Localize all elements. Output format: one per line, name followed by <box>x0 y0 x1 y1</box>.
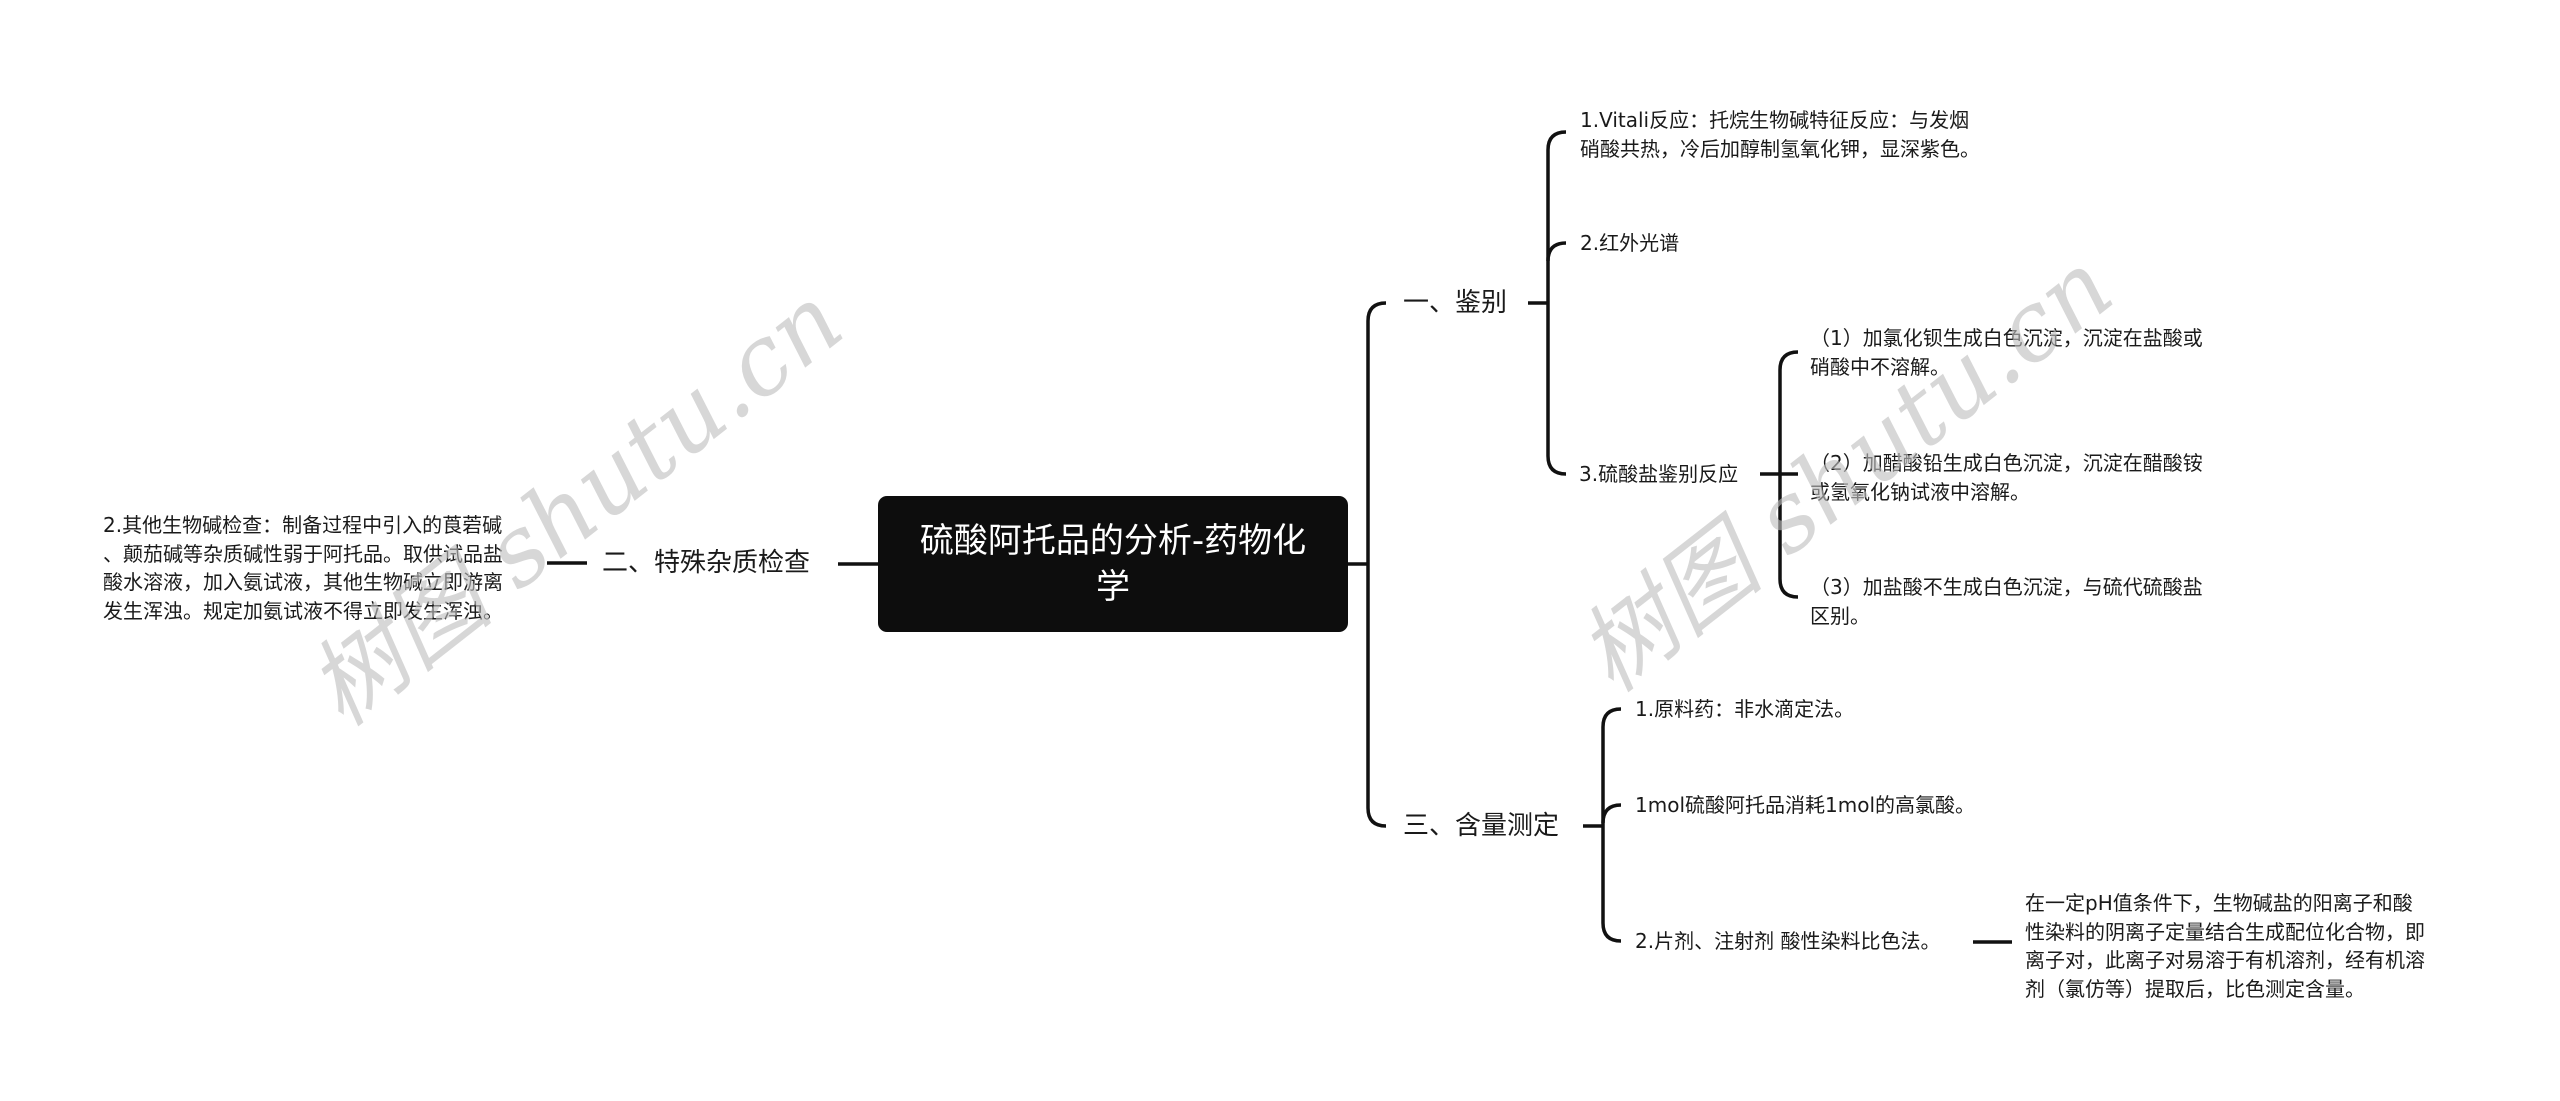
leaf-line: 2.红外光谱 <box>1580 231 1680 255</box>
leaf-line: 2.片剂、注射剂 酸性染料比色法。 <box>1635 929 1941 953</box>
leaf-line: 性染料的阴离子定量结合生成配位化合物，即 <box>2025 919 2425 944</box>
leaf-line: 、颠茄碱等杂质碱性弱于阿托品。取供试品盐 <box>103 541 503 566</box>
leaf-line: 酸水溶液，加入氨试液，其他生物碱立即游离 <box>103 570 503 594</box>
leaf-raw-material-titration[interactable]: 1.原料药：非水滴定法。 <box>1635 695 1854 724</box>
leaf-other-alkaloid-check[interactable]: 2.其他生物碱检查：制备过程中引入的莨菪碱 、颠茄碱等杂质碱性弱于阿托品。取供试… <box>103 511 503 625</box>
leaf-line: 剂（氯仿等）提取后，比色测定含量。 <box>2025 976 2365 1001</box>
leaf-line: 1.原料药：非水滴定法。 <box>1635 697 1855 721</box>
leaf-line: 3.硫酸盐鉴别反应 <box>1579 462 1739 486</box>
leaf-line: 发生浑浊。规定加氨试液不得立即发生浑浊。 <box>103 598 503 623</box>
root-title-line2: 学 <box>1096 567 1130 607</box>
leaf-line: 区别。 <box>1810 603 1870 628</box>
root-topic[interactable]: 硫酸阿托品的分析-药物化 学 <box>878 496 1348 632</box>
leaf-line: 1mol硫酸阿托品消耗1mol的高氯酸。 <box>1635 793 1975 817</box>
node-tablet-injection-colorimetry[interactable]: 2.片剂、注射剂 酸性染料比色法。 <box>1635 927 1940 956</box>
leaf-line: （2）加醋酸铅生成白色沉淀，沉淀在醋酸铵 <box>1810 451 2203 475</box>
branch-identification[interactable]: 一、鉴别 <box>1403 288 1508 318</box>
leaf-line: 在一定pH值条件下，生物碱盐的阳离子和酸 <box>2025 891 2413 915</box>
leaf-vitali-reaction[interactable]: 1.Vitali反应：托烷生物碱特征反应：与发烟 硝酸共热，冷后加醇制氢氧化钾，… <box>1580 106 1980 163</box>
leaf-hydrochloric-acid-test[interactable]: （3）加盐酸不生成白色沉淀，与硫代硫酸盐 区别。 <box>1810 573 2203 630</box>
leaf-line: 或氢氧化钠试液中溶解。 <box>1810 479 2030 504</box>
branch-assay[interactable]: 三、含量测定 <box>1403 811 1560 841</box>
leaf-infrared-spectrum[interactable]: 2.红外光谱 <box>1580 229 1679 258</box>
leaf-line: （3）加盐酸不生成白色沉淀，与硫代硫酸盐 <box>1810 575 2203 599</box>
leaf-ion-pair-explanation[interactable]: 在一定pH值条件下，生物碱盐的阳离子和酸 性染料的阴离子定量结合生成配位化合物，… <box>2025 889 2425 1003</box>
leaf-line: 1.Vitali反应：托烷生物碱特征反应：与发烟 <box>1580 108 1970 132</box>
branch-special-impurity-check[interactable]: 二、特殊杂质检查 <box>602 548 811 578</box>
root-title-line1: 硫酸阿托品的分析-药物化 <box>919 521 1307 561</box>
leaf-line: 2.其他生物碱检查：制备过程中引入的莨菪碱 <box>103 513 503 537</box>
leaf-line: 硝酸共热，冷后加醇制氢氧化钾，显深紫色。 <box>1580 136 1980 161</box>
leaf-lead-acetate-test[interactable]: （2）加醋酸铅生成白色沉淀，沉淀在醋酸铵 或氢氧化钠试液中溶解。 <box>1810 449 2203 506</box>
node-sulfate-identification[interactable]: 3.硫酸盐鉴别反应 <box>1579 460 1738 489</box>
leaf-barium-chloride-test[interactable]: （1）加氯化钡生成白色沉淀，沉淀在盐酸或 硝酸中不溶解。 <box>1810 324 2203 381</box>
leaf-mol-ratio[interactable]: 1mol硫酸阿托品消耗1mol的高氯酸。 <box>1635 791 1975 820</box>
leaf-line: （1）加氯化钡生成白色沉淀，沉淀在盐酸或 <box>1810 326 2203 350</box>
leaf-line: 硝酸中不溶解。 <box>1810 354 1950 379</box>
leaf-line: 离子对，此离子对易溶于有机溶剂，经有机溶 <box>2025 948 2425 972</box>
